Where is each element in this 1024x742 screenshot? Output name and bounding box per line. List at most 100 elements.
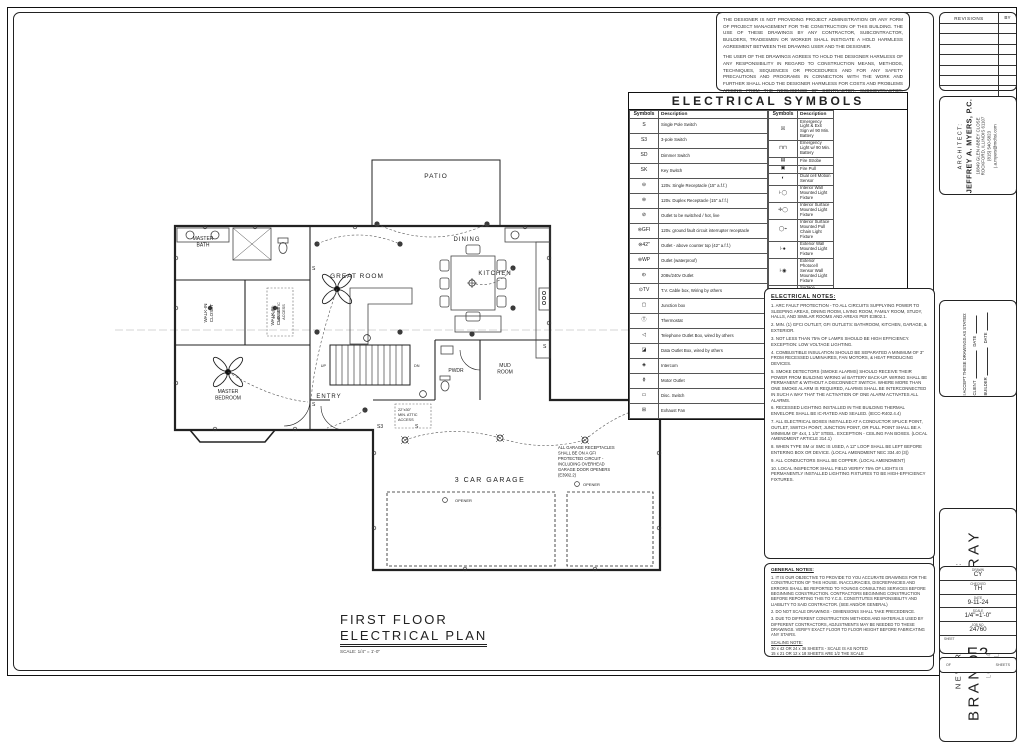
room-label-master-bedroom: MASTER: [218, 389, 239, 395]
symbol-row: ⊞Exhaust Fan: [629, 403, 768, 420]
electrical-symbols-table: ELECTRICAL SYMBOLS Symbols Description S…: [628, 92, 908, 421]
symbol-row: ✛◯Interior Surface Mounted Light Fixture: [768, 201, 907, 220]
builder-label: BUILDER: [983, 376, 988, 395]
symbol-glyph: ▤: [768, 156, 798, 166]
symbol-row: ◁Telephone Outlet Box, wired by others: [629, 328, 768, 345]
date-line: [972, 315, 977, 334]
symbol-description: Exterior Photocell Sensor Wall Mounted L…: [796, 257, 835, 286]
note-item: 10. LOCAL INSPECTOR SHALL FIELD VERIFY 7…: [771, 465, 926, 483]
note-item: 3. DUE TO DIFFERENT CONSTRUCTION METHODS…: [771, 616, 925, 638]
disclaimer-paragraph-1: THE DESIGNER IS NOT PROVIDING PROJECT AD…: [723, 17, 903, 49]
smoke-detectors: [363, 334, 427, 398]
architect-name: JEFFREY A. MYERS, P.C.: [964, 98, 974, 193]
electrical-notes-box: ELECTRICAL NOTES: 1. ARC FAULT PROTECTIO…: [764, 288, 935, 559]
symbol-description: Key Switch: [658, 162, 768, 180]
revisions-box: REVISIONS BY: [939, 12, 1017, 97]
svg-text:ALL GARAGE RECEPTACLES: ALL GARAGE RECEPTACLES: [558, 445, 615, 450]
architect-box: ARCHITECT: JEFFREY A. MYERS, P.C. 10849 …: [939, 96, 1017, 195]
attic-access-box: [266, 287, 294, 337]
symbol-row: ⊦●Exterior Wall Mounted Light Fixture: [768, 240, 907, 259]
note-item: 2. MIN. (1) GFCI OUTLET, GFI OUTLETS: BA…: [771, 322, 927, 334]
scaling-note: SCALING NOTE: 30 x 42 OR 24 x 36 SHEETS …: [771, 640, 928, 656]
title-block: DRAWN CY CHECKED TH DATE 9-11-24 SCALE 1…: [939, 566, 1017, 654]
symbol-row: ☒Emergency Light & Exit Sign w/ 90 Min. …: [768, 117, 907, 141]
room-label-great-room: GREAT ROOM: [330, 273, 384, 280]
symbol-glyph: ▭: [629, 388, 659, 405]
svg-text:BATH: BATH: [197, 243, 210, 249]
symbol-description: Thermostat: [658, 313, 768, 330]
garage-openers: [442, 481, 580, 503]
symbol-description: Disc. Switch: [658, 388, 768, 405]
symbol-glyph: SK: [629, 162, 659, 180]
room-label-walk-in-closet: WALK-IN: [270, 307, 275, 326]
symbol-glyph: ⦶: [629, 268, 659, 285]
symbol-description: Motor Outlet: [658, 373, 768, 390]
room-label-master-bath: MASTER: [193, 236, 214, 242]
opener-label: OPENER: [455, 498, 472, 503]
symbol-description: Fire Strobe: [796, 156, 835, 166]
electrical-notes-title: ELECTRICAL NOTES:: [771, 294, 836, 300]
col-header-symbols: Symbols: [629, 110, 659, 119]
symbol-description: Fire Pull: [796, 164, 835, 174]
symbol-glyph: ◁: [629, 328, 659, 345]
note-item: 7. ALL ELECTRICAL BOXES INSTALLED AT A C…: [771, 419, 928, 442]
room-label-walk-in-closet: WALK-IN: [203, 304, 208, 323]
svg-text:SHALL BE ON A GFI: SHALL BE ON A GFI: [558, 451, 596, 456]
scaling-note-line1: 30 x 42 OR 24 x 36 SHEETS - SCALE IS AS …: [771, 645, 868, 651]
symbol-description: T.V. Cable box, Wiring by others: [658, 283, 768, 300]
revision-row: [940, 44, 1016, 56]
note-item: 3. NOT LESS THAN 75% OF LAMPS SHOULD BE …: [771, 335, 910, 347]
note-item: 4. COMBUSTIBLE INSULATION SHOULD BE SEPA…: [771, 349, 924, 367]
svg-text:S3: S3: [377, 424, 383, 430]
acceptance-box: I ACCEPT THESE DRAWINGS AS STATED: CLIEN…: [939, 300, 1017, 397]
revision-row: [940, 75, 1016, 87]
note-item: 2. DO NOT SCALE DRAWINGS - DIMENSIONS SH…: [771, 608, 916, 614]
room-label-patio: PATIO: [424, 173, 448, 180]
date-line: [983, 311, 988, 330]
general-notes-box: GENERAL NOTES: 1. IT IS OUR OBJECTIVE TO…: [764, 563, 935, 657]
note-item: 8. WHEN TYPE SM or SMC IS USED, A 12" LO…: [771, 444, 923, 455]
symbol-description: Outlet (waterproof): [658, 253, 768, 270]
symbol-row: ⊦◉Exterior Photocell Sensor Wall Mounted…: [768, 257, 907, 286]
symbol-glyph: ◈: [629, 358, 659, 375]
symbol-row: ◈Intercom: [629, 358, 768, 375]
symbol-glyph: ⊘: [629, 208, 659, 225]
disclaimer-box: THE DESIGNER IS NOT PROVIDING PROJECT AD…: [716, 12, 910, 126]
symbol-glyph: ⊦◯: [768, 184, 798, 203]
symbol-glyph: ⊙TV: [629, 283, 659, 300]
svg-text:MIN. ATTIC: MIN. ATTIC: [277, 302, 281, 322]
architect-email: j.a.myers@mchsi.com: [992, 123, 998, 168]
symbol-glyph: ⊦◉: [768, 257, 798, 286]
symbol-glyph: ⊞: [629, 403, 659, 420]
plan-scale: SCALE: 1/4" = 1'-0": [340, 648, 381, 654]
revision-row: [940, 24, 1016, 35]
switches: SS SS S3S3: [312, 266, 657, 430]
note-item: 9. ALL CONDUCTORS SHALL BE COPPER. (LOCA…: [771, 457, 906, 463]
title-block-sheet: SHEET E2: [940, 636, 1016, 654]
date-label: DATE: [972, 335, 977, 347]
date-label: DATE: [983, 331, 988, 343]
svg-text:ACCESS: ACCESS: [282, 304, 286, 320]
col-header-description: Description: [796, 110, 835, 119]
sheet-number: E2: [966, 644, 990, 654]
symbol-glyph: ✛◯: [768, 201, 798, 220]
symbol-row: ⦶208v/240v Outlet: [629, 268, 768, 285]
symbol-glyph: ⊜: [629, 193, 659, 210]
opener-label: OPENER: [583, 482, 600, 487]
revisions-header: REVISIONS: [954, 15, 984, 21]
symbol-description: Emergency Light & Exit Sign w/ 90 Min. B…: [796, 117, 835, 141]
note-item: 6. RECESSED LIGHTING INSTALLED IN THE BU…: [771, 405, 905, 417]
symbol-row: ⊖120v. Single Receptacle (15" a.f.f.): [629, 177, 768, 195]
symbol-description: Junction box: [658, 298, 768, 315]
symbol-description: Interior Surface Mounted Pull Chain Ligh…: [796, 218, 835, 242]
symbol-glyph: ▣: [768, 164, 798, 174]
title-block-checked: CHECKED TH: [940, 581, 1016, 595]
symbol-glyph: ◯⌁: [768, 218, 798, 242]
outlets: [173, 224, 662, 572]
symbol-description: 3-pole Switch: [658, 132, 768, 149]
